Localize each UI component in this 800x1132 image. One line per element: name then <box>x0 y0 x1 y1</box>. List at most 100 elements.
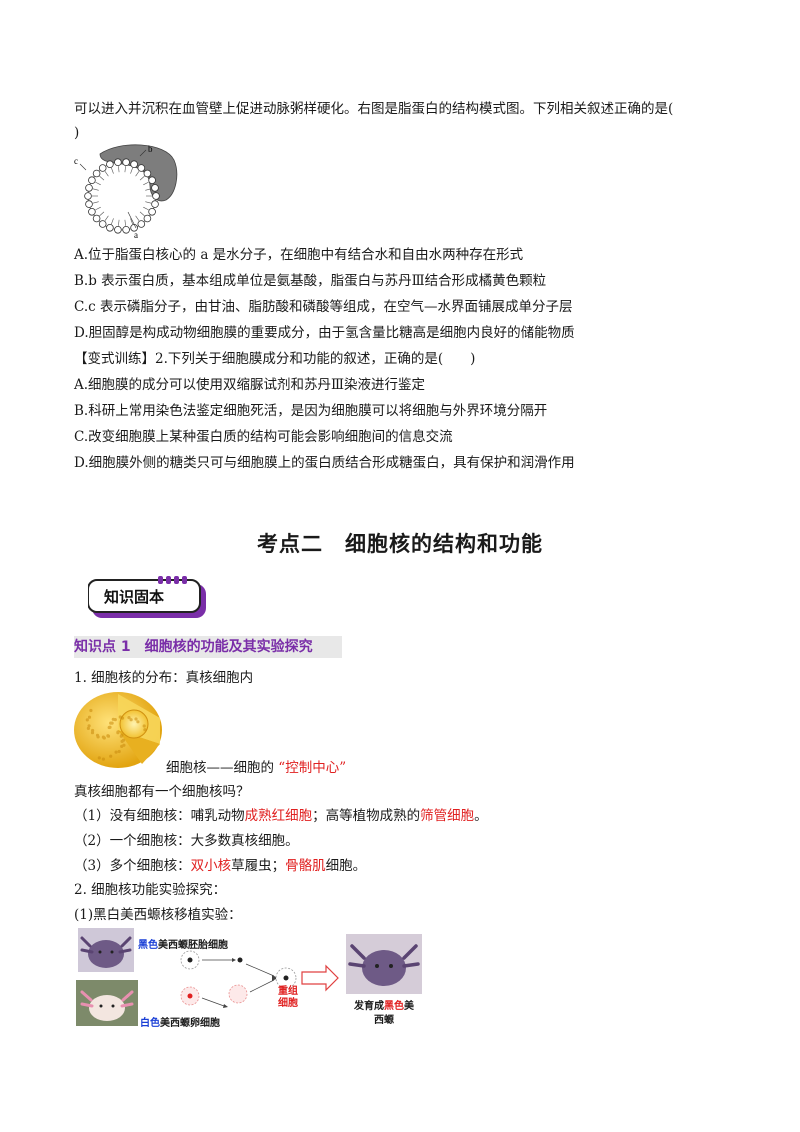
white-word: 白色 <box>140 1018 160 1029</box>
phospholipid-tail <box>143 206 149 211</box>
q1-option-b: B.b 表示蛋白质，基本组成单位是氨基酸，脂蛋白与苏丹Ⅲ结合形成橘黄色颗粒 <box>74 273 547 289</box>
phospholipid-tail <box>118 219 120 226</box>
result-axolotl-image <box>346 934 422 994</box>
phospholipid-tail <box>145 188 152 191</box>
result-red: 黑色 <box>384 1001 404 1012</box>
cytoplasm-dot <box>129 718 133 722</box>
cytoplasm-dot <box>109 754 113 758</box>
cytoplasm-dot <box>106 734 110 738</box>
section-title: 考点二 细胞核的结构和功能 <box>257 532 543 556</box>
cytoplasm-dot <box>117 749 121 754</box>
phospholipid-head <box>88 176 96 184</box>
phospholipid-head <box>106 224 114 232</box>
phospholipid-tail <box>124 166 126 173</box>
fig-label-c: c <box>74 156 78 166</box>
cytoplasm-dot <box>120 716 125 720</box>
phospholipid-head <box>92 169 101 178</box>
phospholipid-tail <box>139 175 145 181</box>
q2-option-a: A.细胞膜的成分可以使用双缩脲试剂和苏丹Ⅲ染液进行鉴定 <box>74 377 426 393</box>
phospholipid-tail <box>95 206 101 211</box>
l1-mid: ；高等植物成熟的 <box>312 808 421 824</box>
phospholipid-head <box>137 164 146 172</box>
q1-option-c: C.c 表示磷脂分子，由甘油、脂肪酸和磷酸等组成，在空气—水界面铺展成单分子层 <box>74 299 573 315</box>
cytoplasm-dot <box>116 731 120 735</box>
cytoplasm-dot <box>120 744 124 748</box>
phospholipid-head <box>148 208 156 216</box>
phospholipid-head <box>106 160 114 169</box>
phospholipid-head <box>151 200 159 208</box>
phospholipid-tail <box>92 201 99 204</box>
phospholipid-tail <box>104 215 109 221</box>
cytoplasm-dot <box>108 725 112 729</box>
cytoplasm-dot <box>136 720 140 724</box>
phospholipid-tail <box>99 211 105 217</box>
q1-option-a: A.位于脂蛋白核心的 a 是水分子，在细胞中有结合水和自由水两种存在形式 <box>74 247 524 263</box>
nucleus-caption-text: 细胞核——细胞的 <box>166 760 274 776</box>
fig-label-b: b <box>148 144 153 154</box>
recombined-cell-label: 重组细胞 <box>278 986 298 1009</box>
phospholipid-head <box>84 192 92 200</box>
phospholipid-head <box>85 184 93 192</box>
black-word: 黑色 <box>138 940 158 951</box>
white-axolotl-image <box>76 980 138 1026</box>
s1-question: 真核细胞都有一个细胞核吗？ <box>74 784 250 800</box>
phospholipid-head <box>98 220 107 228</box>
cytoplasm-dot <box>86 726 90 730</box>
lipoprotein-diagram: b c a <box>74 144 178 240</box>
phospholipid-tail <box>135 215 140 221</box>
cytoplasm-dot <box>87 724 91 728</box>
s1-line-2: （2）一个细胞核：大多数真核细胞。 <box>74 833 299 849</box>
phospholipid-head <box>92 214 101 223</box>
result-pre: 发育成 <box>354 1001 384 1012</box>
phospholipid-tail <box>145 201 152 204</box>
phospholipid-tail <box>111 167 114 174</box>
phospholipid-tail <box>99 175 105 181</box>
black-embryo-label: 黑色美西螈胚胎细胞 <box>138 936 228 951</box>
phospholipid-head <box>152 192 160 200</box>
phospholipid-head <box>137 220 146 228</box>
cytoplasm-dot <box>101 757 105 761</box>
badge-label: 知识固本 <box>104 588 164 606</box>
nucleus-caption: 细胞核——细胞的 “控制中心” <box>166 759 346 777</box>
cytoplasm-dot <box>143 728 147 732</box>
phospholipid-tail <box>139 211 145 217</box>
phospholipid-tail <box>135 171 140 177</box>
l3-pre: （3）多个细胞核： <box>74 858 191 874</box>
q1-stem-end: ) <box>74 125 80 141</box>
s1-line-1: （1）没有细胞核：哺乳动物成熟红细胞；高等植物成熟的筛管细胞。 <box>74 807 488 825</box>
phospholipid-head <box>143 169 152 178</box>
white-rest: 美西螈卵细胞 <box>160 1018 220 1029</box>
l1-end: 。 <box>474 808 488 824</box>
phospholipid-head <box>148 176 156 184</box>
cytoplasm-dot <box>97 756 101 760</box>
s2-heading: 2. 细胞核功能实验探究： <box>74 882 227 898</box>
q2-option-d: D.细胞膜外侧的糖类只可与细胞膜上的蛋白质结合形成糖蛋白，具有保护和润滑作用 <box>74 455 575 471</box>
white-egg-label: 白色美西螈卵细胞 <box>140 1014 220 1029</box>
nucleus-cell-image <box>74 692 162 768</box>
phospholipid-tail <box>95 181 101 186</box>
cytoplasm-dot <box>89 708 93 713</box>
transfer-diagram <box>180 950 339 1008</box>
axolotl-figure: 黑色美西螈胚胎细胞 白色美西螈卵细胞 重组细胞 发育成黑色美西螈 <box>74 928 434 1032</box>
q1-stem: 可以进入并沉积在血管壁上促进动脉粥样硬化。右图是脂蛋白的结构模式图。下列相关叙述… <box>74 101 674 117</box>
phospholipid-head <box>85 200 93 208</box>
cytoplasm-dot <box>142 724 146 728</box>
cytoplasm-dot <box>91 728 95 733</box>
l3-mid: 草履虫； <box>231 858 286 874</box>
phospholipid-head <box>143 214 152 223</box>
result-end: 美西螈 <box>374 1001 414 1026</box>
s1-heading: 1. 细胞核的分布：真核细胞内 <box>74 670 254 686</box>
fig-label-a: a <box>134 230 138 240</box>
phospholipid-head <box>130 160 138 169</box>
phospholipid-head <box>114 158 122 167</box>
phospholipid-tail <box>104 171 109 177</box>
cytoplasm-dot <box>134 717 138 721</box>
phospholipid-tail <box>130 167 133 174</box>
l1-red2: 筛管细胞 <box>420 808 475 824</box>
l3-red2: 骨骼肌 <box>285 858 326 874</box>
phospholipid-tail <box>118 166 120 173</box>
l3-end: 细胞。 <box>325 858 367 874</box>
control-center-label: “控制中心” <box>278 760 347 776</box>
black-rest: 美西螈胚胎细胞 <box>158 940 228 951</box>
cytoplasm-dot <box>101 735 105 739</box>
